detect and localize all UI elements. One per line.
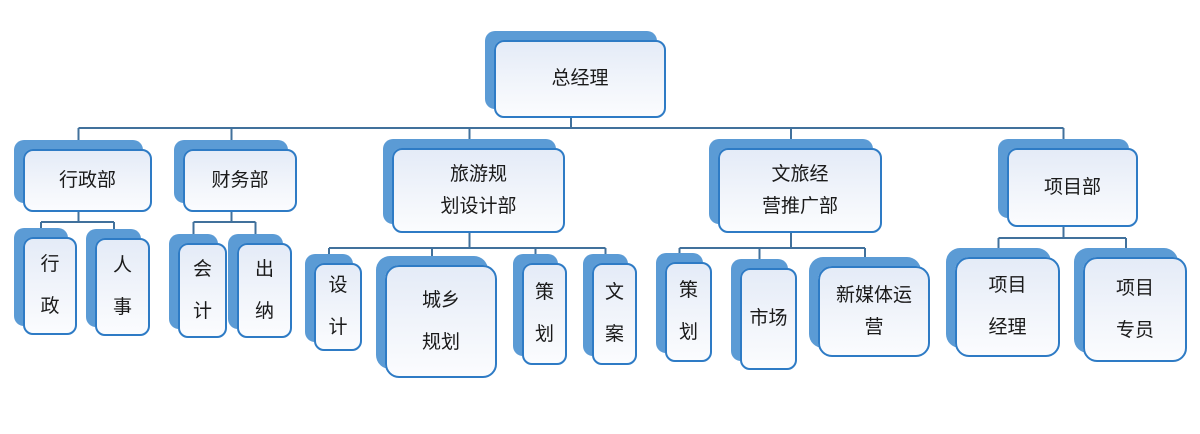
- node-general-manager-label: 总经理: [551, 68, 609, 90]
- connector-project-branch: [997, 218, 1127, 254]
- node-planning-2[interactable]: 策 划: [665, 262, 712, 362]
- node-planning-1-label: 策 划: [534, 282, 554, 345]
- node-culture-tourism-dept[interactable]: 文旅经 营推广部: [718, 148, 882, 233]
- node-design-label: 设 计: [328, 275, 348, 338]
- connector-admin-branch: [40, 203, 115, 240]
- node-project-dept[interactable]: 项目部: [1007, 148, 1138, 227]
- node-general-manager[interactable]: 总经理: [494, 40, 666, 118]
- node-cashier[interactable]: 出 纳: [237, 243, 292, 338]
- node-admin-dept-label: 行政部: [58, 169, 116, 191]
- node-tourism-planning-dept[interactable]: 旅游规 划设计部: [392, 148, 565, 233]
- connector-culture-branch: [678, 226, 866, 266]
- node-marketing-label: 市场: [749, 308, 788, 330]
- connector-finance-branch: [192, 203, 257, 242]
- node-planning-1[interactable]: 策 划: [522, 263, 567, 365]
- node-project-specialist-label: 项目 专员: [1115, 277, 1154, 341]
- node-project-dept-label: 项目部: [1043, 176, 1101, 198]
- node-accounting[interactable]: 会 计: [178, 243, 227, 338]
- node-urban-rural-planning[interactable]: 城乡 规划: [385, 265, 497, 378]
- node-admin[interactable]: 行 政: [23, 237, 77, 335]
- node-finance-dept[interactable]: 财务部: [183, 149, 297, 212]
- node-hr[interactable]: 人 事: [95, 238, 150, 336]
- node-planning-2-label: 策 划: [678, 280, 698, 343]
- node-copywriting-label: 文 案: [604, 282, 624, 345]
- node-tourism-planning-dept-label: 旅游规 划设计部: [440, 164, 517, 217]
- node-cashier-label: 出 纳: [254, 258, 274, 322]
- node-urban-rural-planning-label: 城乡 规划: [421, 289, 460, 353]
- node-culture-tourism-dept-label: 文旅经 营推广部: [761, 164, 838, 217]
- node-project-specialist[interactable]: 项目 专员: [1083, 257, 1187, 362]
- node-new-media[interactable]: 新媒体运 营: [818, 266, 930, 357]
- node-project-manager[interactable]: 项目 经理: [955, 257, 1060, 357]
- node-design[interactable]: 设 计: [314, 263, 362, 351]
- node-admin-dept[interactable]: 行政部: [23, 149, 152, 212]
- node-marketing[interactable]: 市场: [740, 268, 797, 370]
- node-finance-dept-label: 财务部: [211, 169, 269, 191]
- connector-tourism-branch: [328, 226, 607, 264]
- node-admin-label: 行 政: [40, 254, 60, 317]
- node-new-media-label: 新媒体运 营: [835, 285, 912, 338]
- node-hr-label: 人 事: [112, 255, 132, 318]
- node-accounting-label: 会 计: [192, 258, 212, 322]
- node-project-manager-label: 项目 经理: [988, 275, 1027, 338]
- node-copywriting[interactable]: 文 案: [592, 263, 637, 365]
